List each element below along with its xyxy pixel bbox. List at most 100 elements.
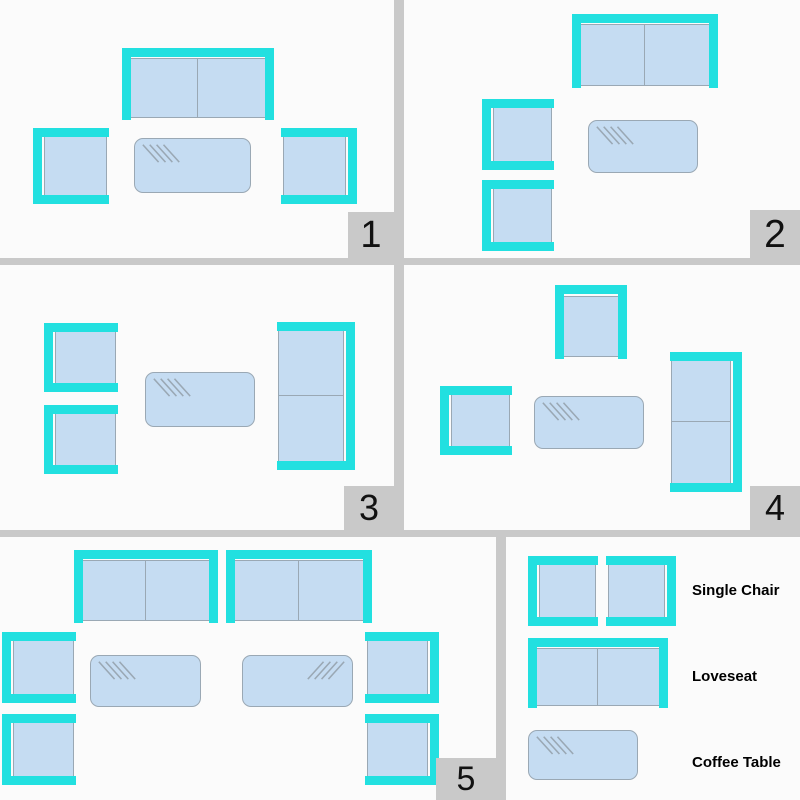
loveseat-right[interactable] [226, 550, 372, 623]
single-chair-upper-right[interactable] [365, 632, 439, 703]
single-chair-lower-left[interactable] [44, 405, 118, 474]
chair-frame-bar [430, 714, 439, 785]
loveseat-frame-bar [277, 461, 348, 470]
chair-frame-bar [489, 99, 554, 108]
chair-frame-bar [40, 195, 109, 204]
chair-frame-bar [430, 632, 439, 703]
chair-cushion [608, 564, 665, 618]
loveseat-frame-bar [572, 21, 581, 88]
panel-2 [404, 0, 800, 258]
table-glass-shine-icon [542, 402, 580, 421]
legend-coffee-table[interactable] [528, 730, 638, 780]
single-chair-lower-right[interactable] [365, 714, 439, 785]
loveseat-cushion [580, 24, 645, 86]
panel-2-number-badge: 2 [750, 210, 800, 258]
chair-frame-bar [348, 128, 357, 204]
chair-frame-bar [482, 99, 491, 170]
single-chair-lower[interactable] [482, 180, 554, 251]
chair-frame-bar [555, 285, 627, 294]
chair-cushion [563, 296, 619, 357]
chair-frame-bar [365, 714, 432, 723]
loveseat-frame-bar [346, 322, 355, 470]
chair-cushion [493, 188, 552, 243]
loveseat[interactable] [277, 322, 355, 470]
chair-frame-bar [281, 195, 350, 204]
loveseat-cushion [644, 24, 710, 86]
loveseat-frame-bar [572, 14, 718, 23]
loveseat-cushion [671, 421, 731, 484]
chair-frame-bar [535, 556, 598, 565]
chair-frame-bar [606, 617, 669, 626]
chair-frame-bar [33, 128, 42, 204]
table-glass-shine-icon [153, 378, 191, 397]
legend-entry-single-chair-label: Single Chair [692, 582, 780, 599]
loveseat-frame-bar [74, 550, 218, 559]
loveseat-frame-bar [277, 322, 348, 331]
loveseat-frame-bar [670, 352, 735, 361]
single-chair-right[interactable] [281, 128, 357, 204]
chair-frame-bar [489, 242, 554, 251]
loveseat[interactable] [122, 48, 274, 120]
coffee-table[interactable] [145, 372, 255, 427]
chair-cushion [539, 564, 596, 618]
chair-frame-bar [482, 180, 491, 251]
table-glass-shine-icon [596, 126, 634, 145]
chair-frame-bar [9, 632, 76, 641]
loveseat-frame-bar [659, 645, 668, 708]
coffee-table-left[interactable] [90, 655, 201, 707]
chair-frame-bar [44, 405, 53, 474]
chair-frame-bar [447, 386, 512, 395]
chair-frame-bar [555, 292, 564, 359]
legend-chair-left[interactable] [528, 556, 598, 626]
single-chair-upper-left[interactable] [2, 632, 76, 703]
chair-frame-bar [40, 128, 109, 137]
chair-frame-bar [51, 465, 118, 474]
chair-cushion [493, 107, 552, 162]
panel-1-number-badge: 1 [348, 212, 394, 258]
chair-frame-bar [51, 323, 118, 332]
loveseat-frame-bar [74, 557, 83, 623]
loveseat-cushion [145, 560, 210, 621]
legend-chair-right[interactable] [606, 556, 676, 626]
loveseat-left[interactable] [74, 550, 218, 623]
single-chair-left[interactable] [33, 128, 109, 204]
loveseat-frame-bar [528, 638, 668, 647]
loveseat-frame-bar [226, 550, 372, 559]
chair-frame-bar [2, 714, 11, 785]
chair-frame-bar [9, 776, 76, 785]
chair-frame-bar [606, 556, 669, 565]
coffee-table[interactable] [534, 396, 644, 449]
chair-frame-bar [281, 128, 350, 137]
loveseat[interactable] [670, 352, 742, 492]
loveseat[interactable] [572, 14, 718, 88]
chair-cushion [283, 136, 346, 196]
panel-5 [0, 537, 496, 800]
single-chair-top[interactable] [555, 285, 627, 359]
chair-cushion [13, 722, 74, 777]
panel-1 [0, 0, 394, 258]
chair-frame-bar [51, 405, 118, 414]
loveseat-cushion [130, 58, 198, 118]
chair-cushion [13, 640, 74, 695]
legend-loveseat[interactable] [528, 638, 668, 708]
chair-cushion [55, 413, 116, 466]
single-chair-upper-left[interactable] [44, 323, 118, 392]
chair-cushion [44, 136, 107, 196]
chair-frame-bar [535, 617, 598, 626]
panel-4 [404, 265, 800, 530]
loveseat-cushion [298, 560, 364, 621]
loveseat-cushion [82, 560, 146, 621]
coffee-table-right[interactable] [242, 655, 353, 707]
single-chair-lower-left[interactable] [2, 714, 76, 785]
coffee-table[interactable] [588, 120, 698, 173]
chair-frame-bar [9, 694, 76, 703]
chair-cushion [367, 640, 428, 695]
coffee-table[interactable] [134, 138, 251, 193]
single-chair-upper[interactable] [482, 99, 554, 170]
single-chair-left[interactable] [440, 386, 512, 455]
loveseat-frame-bar [709, 21, 718, 88]
loveseat-cushion [197, 58, 266, 118]
chair-frame-bar [365, 694, 432, 703]
chair-frame-bar [489, 161, 554, 170]
